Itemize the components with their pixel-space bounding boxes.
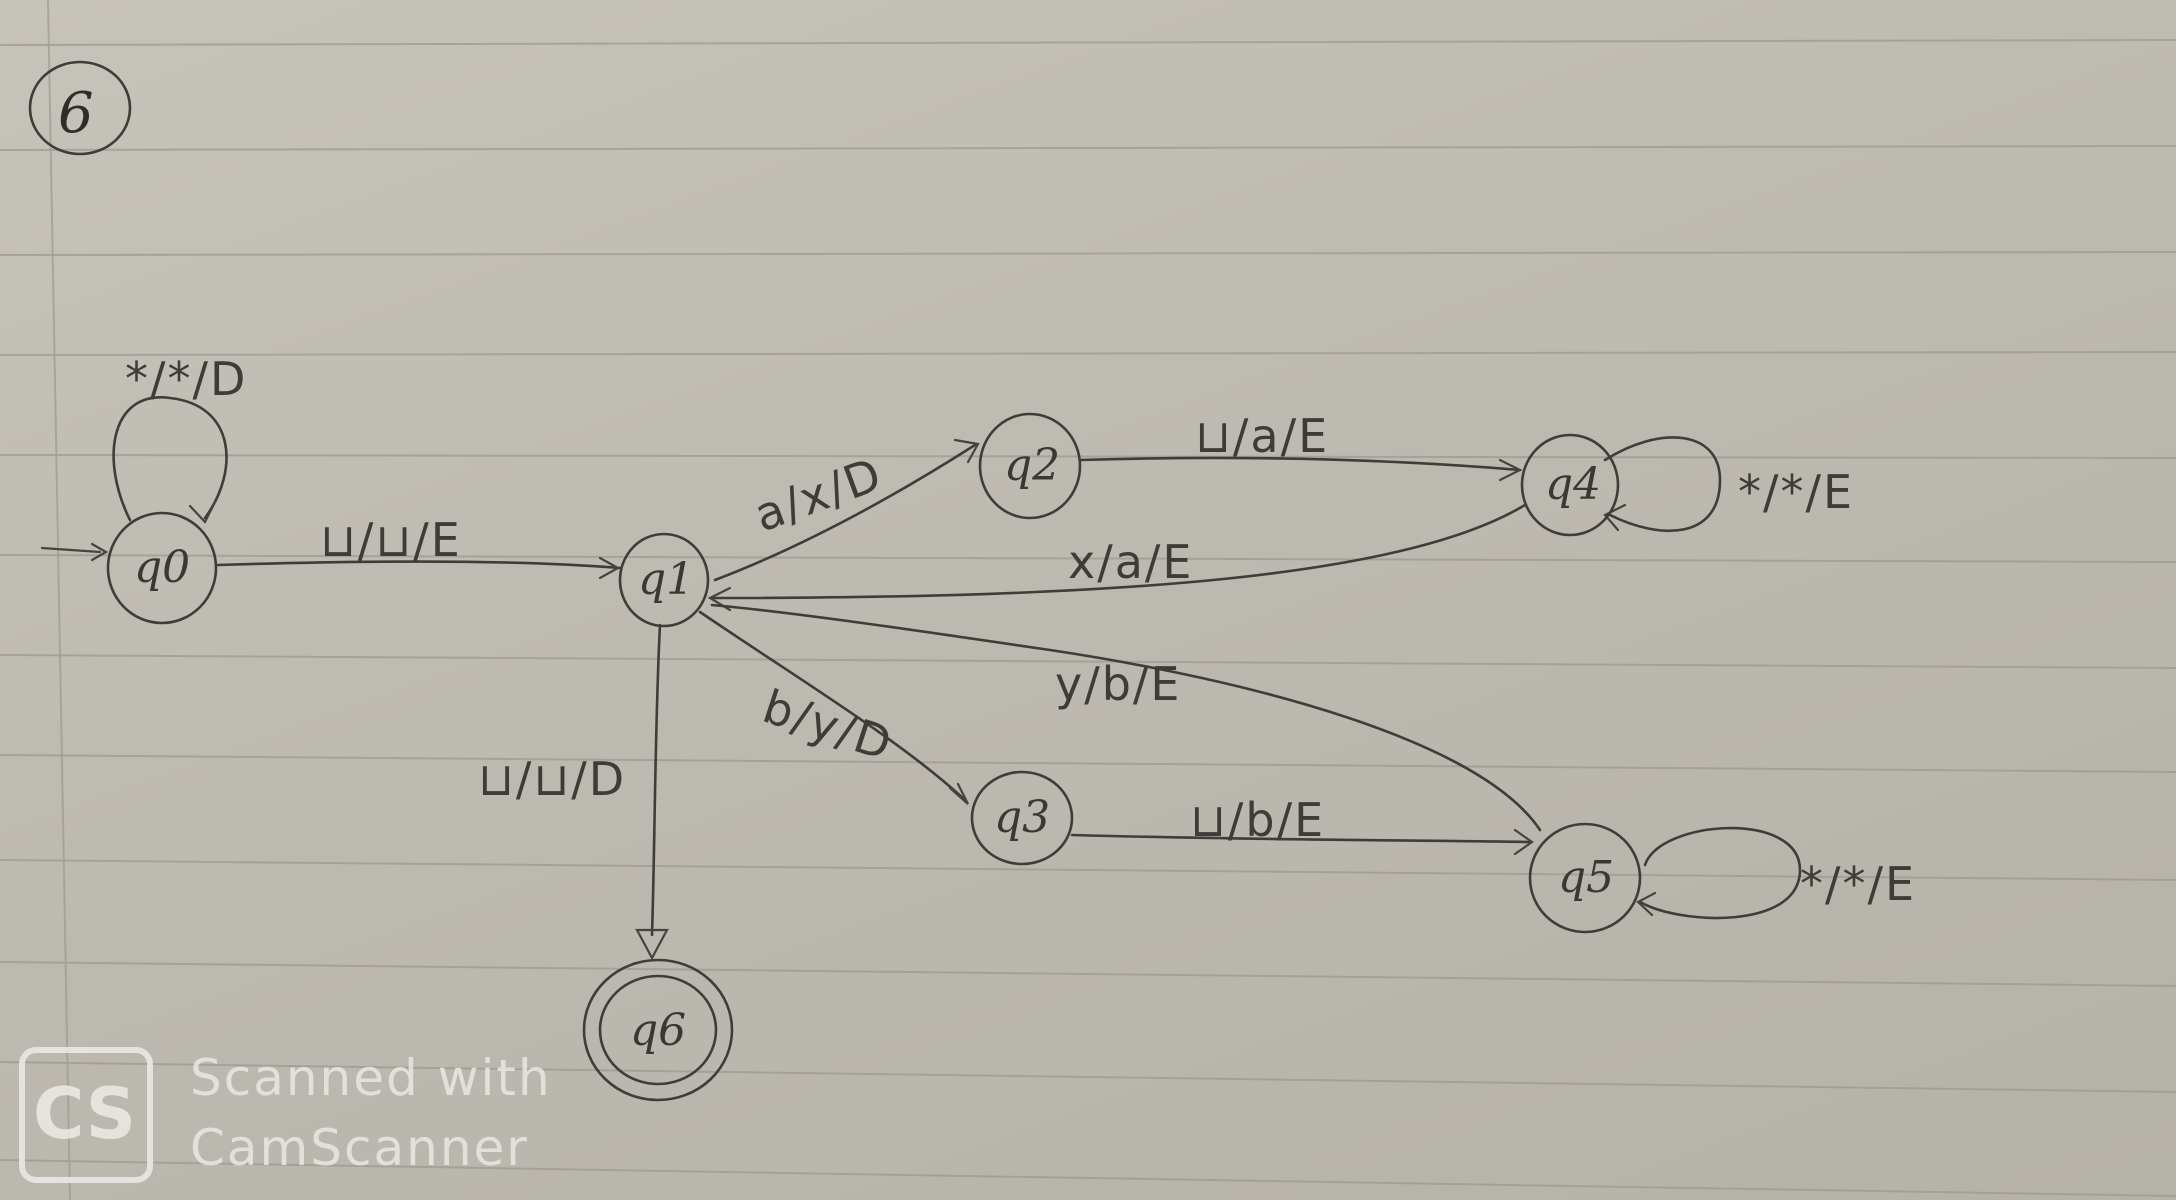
label-q5-q5: */*/E <box>1800 857 1916 911</box>
start-arrowhead <box>90 542 109 562</box>
arrowhead-q2-q4 <box>1498 458 1523 482</box>
label-q3-q5: ⊔/b/E <box>1190 793 1325 847</box>
state-q2-label: q2 <box>1004 440 1060 491</box>
problem-number: 6 <box>28 60 132 156</box>
label-q4-q1: x/a/E <box>1068 535 1193 589</box>
label-q0-q1: ⊔/⊔/E <box>320 513 462 567</box>
edge-q1-q3 <box>698 610 967 802</box>
state-q5: q5 <box>1528 822 1642 934</box>
edge-q0-q0 <box>112 396 228 522</box>
arrowhead-q1-q2 <box>953 438 980 464</box>
transition-labels: */*/D ⊔/⊔/E a/x/D ⊔/a/E */*/E x/a/E y/b/… <box>125 352 1916 911</box>
state-q1-label: q1 <box>638 554 694 605</box>
state-q1: q1 <box>618 532 710 628</box>
arrowhead-q0-q1 <box>598 556 621 580</box>
label-q0-q0: */*/D <box>125 352 247 406</box>
state-q6-accepting: q6 <box>582 958 734 1102</box>
arrowhead-q1-q3 <box>948 782 969 805</box>
state-q3-label: q3 <box>994 792 1050 843</box>
edge-q4-q1 <box>710 503 1527 600</box>
label-q1-q3: b/y/D <box>757 679 900 771</box>
state-q4: q4 <box>1520 433 1620 537</box>
start-arrow <box>40 546 102 554</box>
arrowhead-q5-q5 <box>1636 891 1657 917</box>
camscanner-logo: CS <box>33 1073 136 1155</box>
state-q0-label: q0 <box>134 542 190 593</box>
state-q2: q2 <box>978 412 1082 520</box>
state-q3: q3 <box>970 770 1074 866</box>
edge-q1-q2 <box>713 443 977 582</box>
arrowhead-q1-q6 <box>635 928 669 961</box>
watermark-line1: Scanned with <box>190 1049 552 1107</box>
label-q2-q4: ⊔/a/E <box>1195 409 1329 463</box>
label-q1-q6: ⊔/⊔/D <box>478 752 626 806</box>
arrowhead-q3-q5 <box>1513 828 1534 856</box>
arrowhead-q0-q0 <box>188 500 217 524</box>
edge-q0-q1 <box>216 560 622 570</box>
camscanner-watermark: CS Scanned with CamScanner <box>19 1047 552 1183</box>
label-q1-q2: a/x/D <box>747 447 889 543</box>
edge-q3-q5 <box>1070 833 1532 844</box>
edge-q5-q5 <box>1638 826 1802 920</box>
transitions <box>40 396 1802 961</box>
label-q5-q1: y/b/E <box>1055 657 1181 711</box>
watermark-line2: CamScanner <box>190 1119 529 1177</box>
edge-q1-q6 <box>650 623 662 937</box>
label-q4-q4: */*/E <box>1738 465 1854 519</box>
states: q0 q1 q2 q3 q4 q5 q6 <box>106 412 1642 1102</box>
edge-q2-q4 <box>1078 456 1522 472</box>
arrowhead-q4-q4 <box>1603 503 1627 532</box>
state-q5-label: q5 <box>1558 852 1614 903</box>
state-q6-label: q6 <box>630 1005 686 1056</box>
edge-q5-q1 <box>710 603 1542 832</box>
edge-q4-q4 <box>1603 436 1722 532</box>
camscanner-logo-box <box>19 1047 153 1183</box>
problem-number-label: 6 <box>58 81 94 146</box>
state-q4-label: q4 <box>1545 459 1601 510</box>
state-q0: q0 <box>106 511 218 625</box>
